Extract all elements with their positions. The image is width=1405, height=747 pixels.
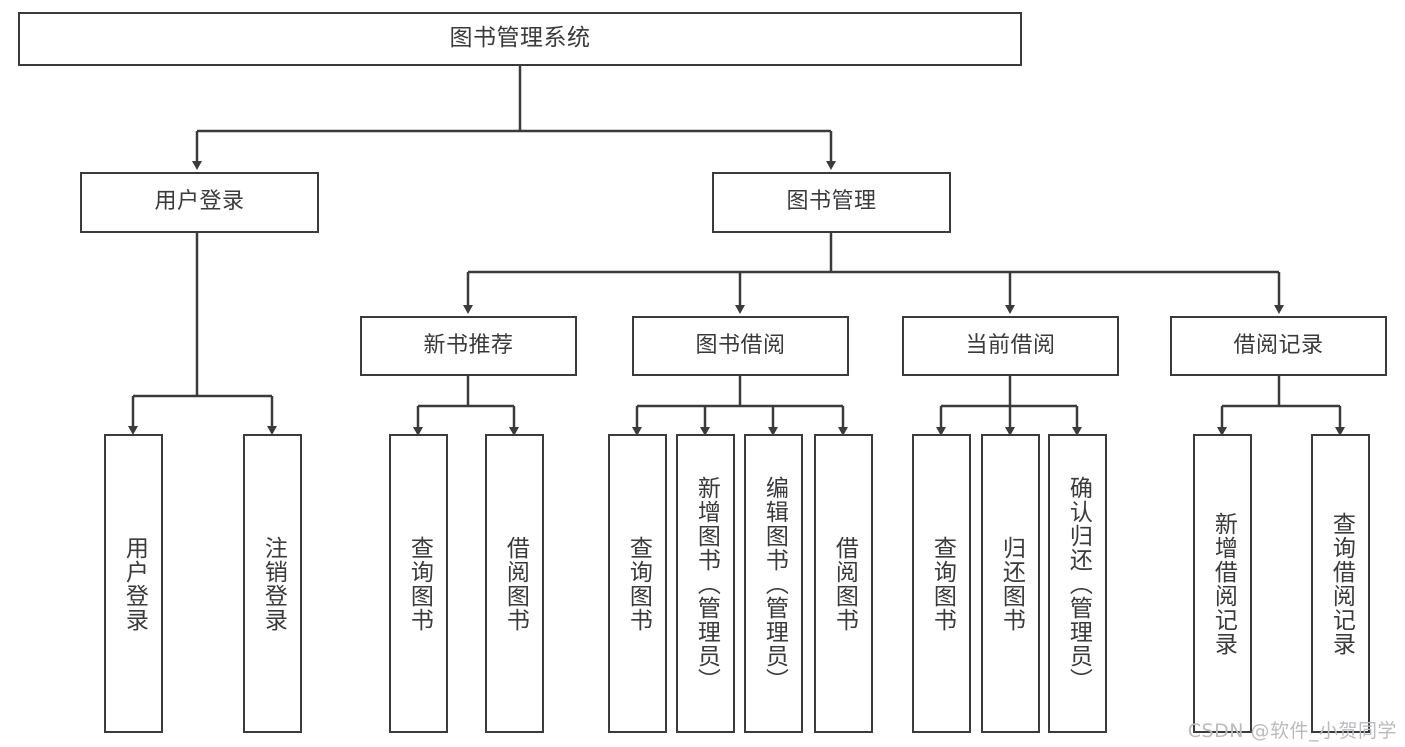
- leaf-current-confirm-return-admin[interactable]: 确认归还（管理员）: [1048, 434, 1107, 733]
- node-new-book-recommend[interactable]: 新书推荐: [360, 316, 577, 376]
- watermark-text: CSDN @软件_小贺同学: [1187, 720, 1397, 742]
- node-root-system[interactable]: 图书管理系统: [18, 12, 1022, 66]
- node-label: 图书管理系统: [449, 25, 591, 52]
- leaf-record-query-record[interactable]: 查询借阅记录: [1311, 434, 1370, 733]
- node-label: 新书推荐: [423, 332, 514, 358]
- node-label: 查询图书: [625, 535, 652, 632]
- leaf-user-login-logout[interactable]: 注销登录: [243, 434, 302, 733]
- node-label: 借阅记录: [1233, 332, 1324, 358]
- node-borrow-record[interactable]: 借阅记录: [1170, 316, 1387, 376]
- node-label: 确认归还（管理员）: [1065, 475, 1092, 692]
- node-label: 归还图书: [998, 535, 1025, 632]
- node-book-borrow[interactable]: 图书借阅: [632, 316, 849, 376]
- leaf-record-add-record[interactable]: 新增借阅记录: [1193, 434, 1252, 733]
- node-label: 用户登录: [121, 535, 148, 632]
- leaf-borrow-query-book[interactable]: 查询图书: [608, 434, 667, 733]
- node-label: 查询图书: [929, 535, 956, 632]
- node-label: 图书管理: [786, 189, 877, 215]
- node-label: 新增借阅记录: [1210, 511, 1237, 656]
- leaf-borrow-borrow-book[interactable]: 借阅图书: [814, 434, 873, 733]
- node-label: 查询图书: [406, 535, 433, 632]
- leaf-recommend-query-book[interactable]: 查询图书: [389, 434, 448, 733]
- node-label: 借阅图书: [831, 535, 858, 632]
- node-user-login[interactable]: 用户登录: [80, 172, 319, 233]
- node-label: 图书借阅: [695, 332, 786, 358]
- node-book-management[interactable]: 图书管理: [712, 172, 951, 233]
- node-label: 查询借阅记录: [1328, 511, 1355, 656]
- node-label: 借阅图书: [502, 535, 529, 632]
- leaf-user-login-login[interactable]: 用户登录: [104, 434, 163, 733]
- node-label: 用户登录: [154, 189, 245, 215]
- leaf-borrow-add-book-admin[interactable]: 新增图书（管理员）: [676, 434, 735, 733]
- node-label: 新增图书（管理员）: [693, 475, 720, 692]
- node-label: 当前借阅: [965, 332, 1056, 358]
- node-label: 编辑图书（管理员）: [761, 475, 788, 692]
- leaf-recommend-borrow-book[interactable]: 借阅图书: [485, 434, 544, 733]
- leaf-current-query-book[interactable]: 查询图书: [912, 434, 971, 733]
- leaf-borrow-edit-book-admin[interactable]: 编辑图书（管理员）: [744, 434, 803, 733]
- node-label: 注销登录: [260, 535, 287, 632]
- node-current-borrow[interactable]: 当前借阅: [902, 316, 1119, 376]
- leaf-current-return-book[interactable]: 归还图书: [981, 434, 1040, 733]
